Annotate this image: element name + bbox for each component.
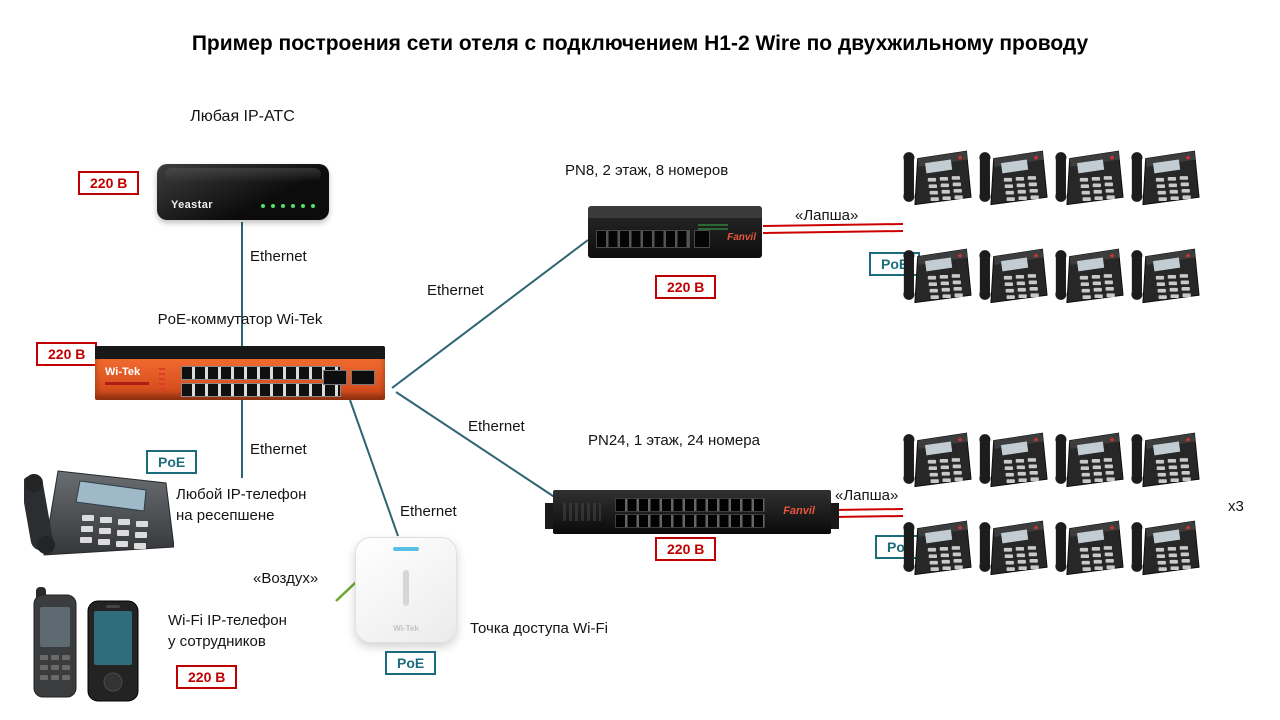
desk-phone [1054,428,1124,490]
desk-phone [902,516,972,578]
switch-sfp-ports [323,370,375,385]
pbx-device: Yeastar [157,164,329,220]
pn8-front: Fanvil [588,218,762,258]
pn8-power-badge: 220 В [655,275,717,299]
lapsha-label-pn8: «Лапша» [795,207,859,224]
pbx-label: Любая IP-АТС [190,108,295,125]
ethernet-label-phone: Ethernet [250,441,307,458]
ethernet-label-ap: Ethernet [400,503,457,520]
pbx-leds [261,204,315,208]
reception-phone-label-line1: Любой IP-телефон [176,486,307,503]
pbx-brand: Yeastar [171,199,213,211]
ethernet-label-pbx: Ethernet [250,248,307,265]
wire-switch-pn8 [391,239,589,389]
switch-front: Wi-Tek [95,359,385,400]
wire-switch-pn24 [395,391,557,499]
desk-phone [902,428,972,490]
pn8-label: PN8, 2 этаж, 8 номеров [565,162,729,179]
pn8-detail [698,224,728,232]
pbx-power-badge: 220 В [78,171,140,195]
switch-ports [181,366,341,397]
switch-leds [159,368,165,392]
switch-top [95,346,385,359]
pn8-device: Fanvil [588,206,762,258]
ap-status-led [393,547,419,551]
reception-poe-badge: PoE [146,450,198,474]
diagram-title: Пример построения сети отеля с подключен… [191,32,1089,55]
ap-slot [403,570,409,606]
switch-label: PoE-коммутатор Wi-Tek [157,311,323,328]
ap-poe-badge: PoE [385,651,437,675]
phone-group-floor1 [902,428,1206,578]
desk-phone [1130,146,1200,208]
wifi-phones-device [33,587,139,702]
desk-phone [902,146,972,208]
ethernet-label-pn24: Ethernet [468,418,525,435]
ethernet-label-pn8: Ethernet [427,282,484,299]
ap-brand: Wi-Tek [393,624,419,633]
desk-phone [978,428,1048,490]
pn8-uplink-port [694,230,710,248]
desk-phone [1054,244,1124,306]
desk-phone [1054,146,1124,208]
desk-phone [1130,428,1200,490]
pn24-ports [615,498,765,528]
ap-label: Точка доступа Wi-Fi [470,620,608,637]
pn24-leds [563,503,601,521]
pn8-ports [596,230,690,248]
reception-phone-label: Любой IP-телефон на ресепшене [176,484,306,526]
pn8-brand: Fanvil [727,232,756,243]
wifi-phone-label: Wi-Fi IP-телефон у сотрудников [168,610,287,652]
wire-lapsha-pn24-b [832,515,904,518]
lapsha-label-pn24: «Лапша» [835,487,899,504]
switch-detail [105,382,149,385]
pn24-brand: Fanvil [783,505,815,517]
multiplier-label: x3 [1228,498,1244,515]
wifi-phone-power-badge: 220 В [176,665,238,689]
desk-phone [978,244,1048,306]
wifi-phone-label-line2: у сотрудников [168,633,266,650]
pn24-label: PN24, 1 этаж, 24 номера [588,432,760,449]
reception-phone-device [24,470,174,556]
wire-lapsha-pn8-b [762,230,904,234]
desk-phone [1054,516,1124,578]
desk-phone [978,516,1048,578]
desk-phone [1130,516,1200,578]
switch-power-badge: 220 В [36,342,98,366]
desk-phone [978,146,1048,208]
wire-lapsha-pn24-a [832,508,904,511]
switch-brand: Wi-Tek [105,366,141,378]
pn24-device: Fanvil [545,490,839,534]
phone-group-floor2 [902,146,1206,306]
pn24-rack-ear [545,503,553,529]
wire-switch-ap [349,399,399,537]
pn24-rack-ear [831,503,839,529]
pn8-top [588,206,762,218]
desk-phone [1130,244,1200,306]
wifi-phone-label-line1: Wi-Fi IP-телефон [168,612,287,629]
reception-phone-label-line2: на ресепшене [176,507,275,524]
desk-phone [902,244,972,306]
pn24-power-badge: 220 В [655,537,717,561]
vozduh-label: «Воздух» [253,570,319,587]
wifi-ap-device: Wi-Tek [355,537,457,643]
poe-switch-device: Wi-Tek [95,346,385,400]
